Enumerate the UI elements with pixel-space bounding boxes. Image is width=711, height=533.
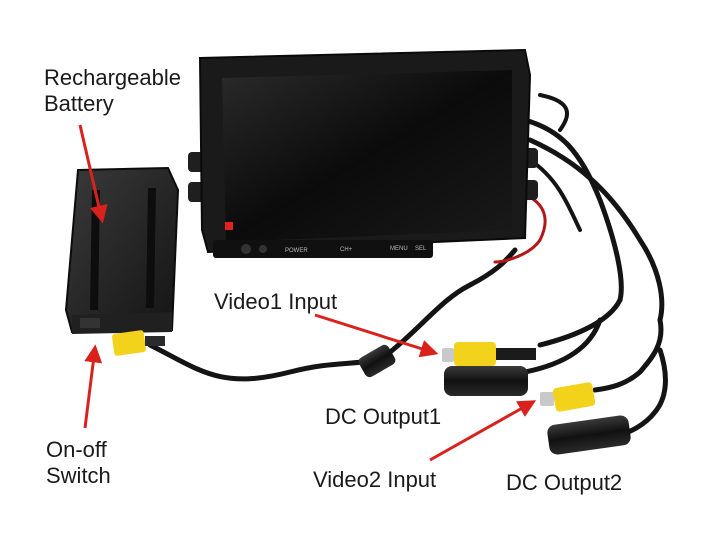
video1-input-label: Video1 Input (214, 289, 338, 314)
callout-arrows (78, 124, 537, 462)
lcd-monitor-icon (188, 48, 538, 258)
video1-plug (358, 344, 396, 378)
dc-output2-connector (547, 415, 631, 455)
battery-label: Rechargeable Battery (44, 65, 181, 116)
video2-rca-connector (540, 382, 596, 412)
arrow-video2 (429, 400, 537, 462)
dc-output2-label: DC Output2 (506, 470, 623, 495)
monitor-button-ch: CH+ (340, 247, 353, 253)
dc-output1-connector (444, 366, 528, 396)
on-off-switch-label: On-off Switch (46, 437, 111, 488)
monitor-button-sel: SEL (415, 246, 427, 252)
battery-pack-icon (64, 166, 180, 334)
dc-output1-label: DC Output1 (325, 404, 442, 429)
rca-connector-icon (112, 330, 165, 356)
arrow-battery (78, 124, 108, 224)
video2-input-label: Video2 Input (313, 467, 437, 492)
arrow-video1 (314, 313, 439, 358)
video1-rca-connector (442, 342, 536, 366)
cables (147, 93, 668, 438)
arrow-switch (83, 344, 103, 429)
monitor-button-power: POWER (285, 248, 308, 254)
monitor-button-menu: MENU (390, 246, 408, 252)
